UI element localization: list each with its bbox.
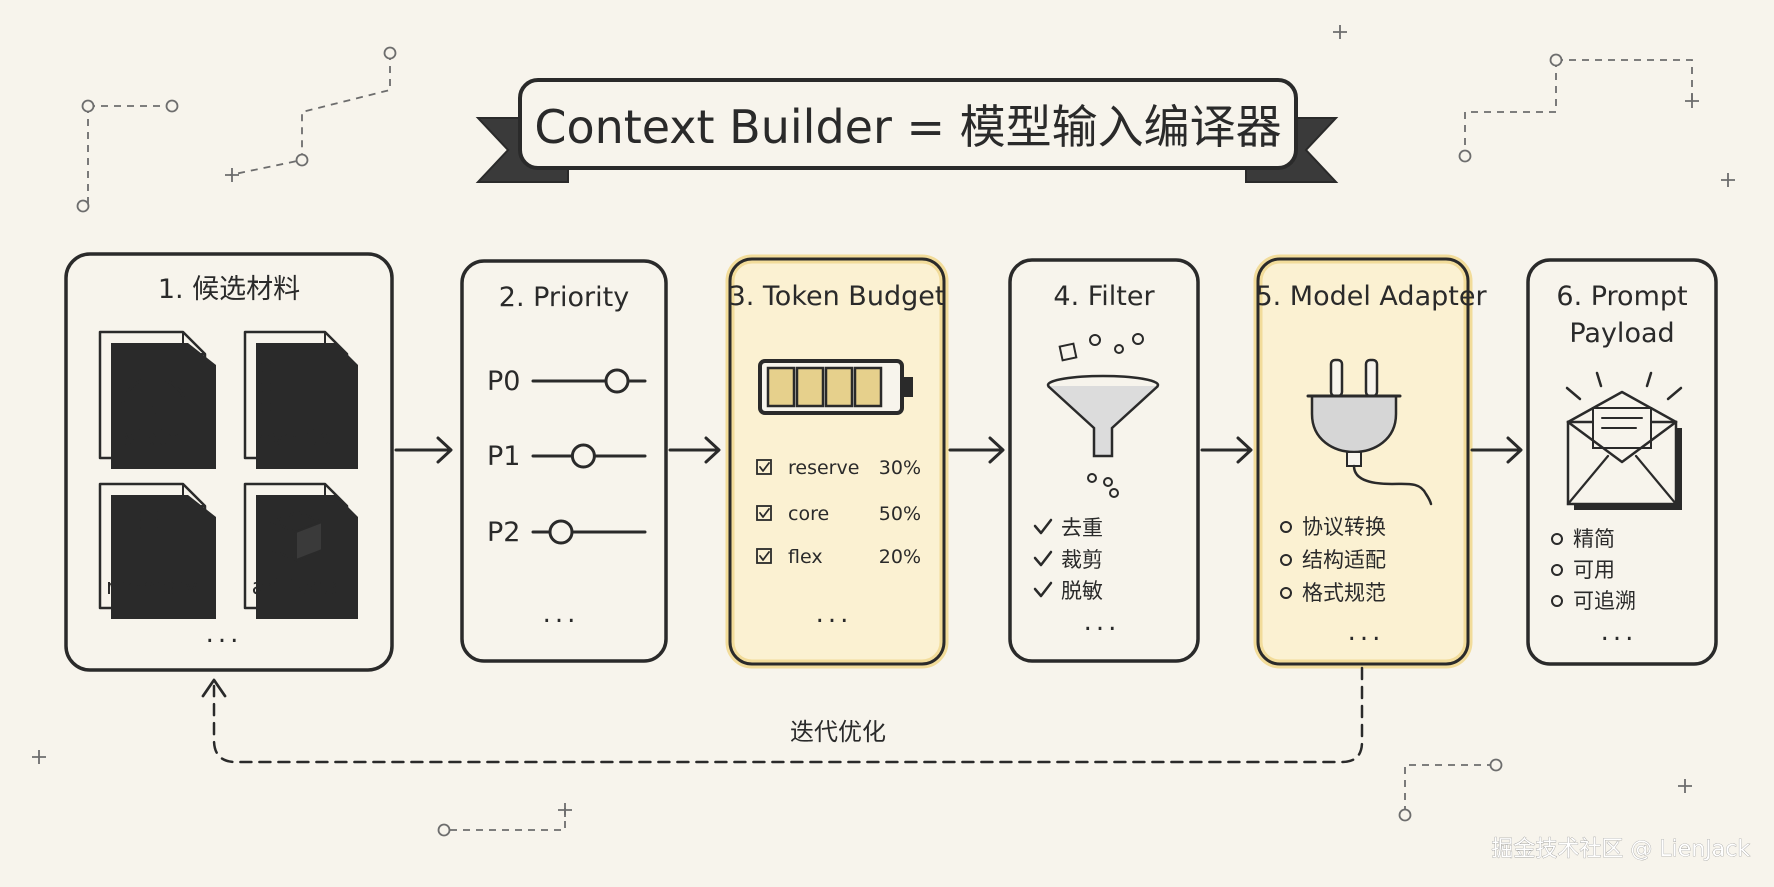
stage-3-heading: 3. Token Budget [729,281,946,312]
arrow-1-2 [394,436,453,464]
adapter-item-format: 格式规范 [1302,581,1386,605]
stage-4-more: ... [1084,607,1121,637]
payload-row-2: 可用 [1551,558,1615,582]
flow-arrows [394,436,1523,464]
watermark: 掘金技术社区 @ LienJack [1491,837,1750,862]
bookmark-icon [134,498,164,554]
level-label-p0: P0 [487,366,520,397]
stage-5-more: ... [1348,617,1385,647]
budget-row-reserve: reserve 30% [756,457,921,479]
adapter-row-1: 协议转换 [1280,515,1386,539]
stage-token-budget: 3. Token Budget reserve 30% core 50% fle… [725,254,949,669]
iteration-loop: 迭代优化 [201,666,1364,764]
budget-label-core: core [788,503,829,525]
filter-item-desensitize: 脱敏 [1061,579,1103,603]
stage-priority: 2. Priority P0 P1 P2 ... [460,259,668,663]
card-label-memory: memory [106,575,198,600]
card-memory: memory [98,482,216,619]
filter-row-2: 裁剪 [1033,548,1103,572]
arrow-3-4 [948,436,1005,464]
battery-icon [758,359,913,415]
loop-label: 迭代优化 [790,718,886,746]
adapter-row-3: 格式规范 [1280,581,1386,605]
payload-item-concise: 精简 [1573,527,1615,551]
filter-item-trim: 裁剪 [1061,548,1103,572]
priority-knob-p1 [570,443,596,469]
envelope-icon [1565,371,1683,510]
bullet-icon [1551,595,1563,607]
box-icon [270,510,324,562]
stage-5-heading: 5. Model Adapter [1255,281,1487,312]
priority-knob-p2 [548,519,574,545]
card-events: events [243,330,358,469]
check-icon [1033,518,1053,535]
arrow-4-5 [1200,436,1253,464]
card-label-artifacts: artifacts [252,575,343,600]
list-icon [260,361,320,413]
stage-6-heading-line-2: Payload [1569,318,1674,349]
stage-candidates: 1. 候选材料 state [64,252,394,672]
bullet-icon [1551,564,1563,576]
gauge-icon [120,376,188,414]
card-label-events: events [257,426,331,451]
filter-row-1: 去重 [1033,516,1103,540]
stage-4-heading: 4. Filter [1053,281,1155,312]
filter-row-3: 脱敏 [1033,579,1103,603]
decorative-circuit-lines [32,25,1735,837]
check-icon [1033,550,1053,567]
budget-value-flex: 20% [879,546,921,568]
stage-2-heading: 2. Priority [499,282,629,313]
budget-value-core: 50% [879,503,921,525]
stage-2-more: ... [543,599,580,629]
adapter-item-structure: 结构适配 [1302,548,1386,572]
filter-item-dedupe: 去重 [1061,516,1103,540]
title-banner: Context Builder = 模型输入编译器 [475,78,1339,183]
budget-row-core: core 50% [756,503,921,525]
stage-model-adapter: 5. Model Adapter 协议转换 结构适配 格式规范 ... [1253,254,1487,669]
arrow-5-6 [1470,436,1523,464]
level-label-p1: P1 [487,441,520,472]
plug-icon [1306,358,1433,506]
card-artifacts: artifacts [243,482,358,619]
checkbox-icon [756,548,772,564]
bullet-icon [1280,554,1292,566]
checkbox-icon [756,505,772,521]
budget-row-flex: flex 20% [756,546,921,568]
budget-label-reserve: reserve [788,457,859,479]
bullet-icon [1280,587,1292,599]
stage-1-heading: 1. 候选材料 [158,274,300,305]
stage-filter: 4. Filter 去重 裁剪 脱敏 ... [1008,258,1200,663]
adapter-item-protocol: 协议转换 [1302,515,1386,539]
card-label-state: state [124,426,180,451]
stage-prompt-payload: 6. Prompt Payload 精简 可用 可追溯 [1526,258,1718,666]
adapter-row-2: 结构适配 [1280,548,1386,572]
checkbox-icon [756,459,772,475]
arrow-2-3 [668,436,721,464]
funnel-icon [1046,333,1160,498]
priority-knob-p0 [604,368,630,394]
stage-6-more: ... [1601,617,1638,647]
stage-3-more: ... [816,599,853,629]
stage-6-heading-line-1: 6. Prompt [1556,281,1687,312]
budget-label-flex: flex [788,546,823,568]
payload-row-3: 可追溯 [1551,589,1636,613]
payload-item-usable: 可用 [1573,558,1615,582]
budget-value-reserve: 30% [879,457,921,479]
page-title: Context Builder = 模型输入编译器 [534,100,1281,154]
payload-item-traceable: 可追溯 [1573,589,1636,613]
payload-row-1: 精简 [1551,527,1615,551]
bullet-icon [1280,521,1292,533]
bullet-icon [1551,533,1563,545]
card-state: state [98,330,216,469]
level-label-p2: P2 [487,517,520,548]
check-icon [1033,581,1053,598]
stage-1-more: ... [206,619,243,649]
